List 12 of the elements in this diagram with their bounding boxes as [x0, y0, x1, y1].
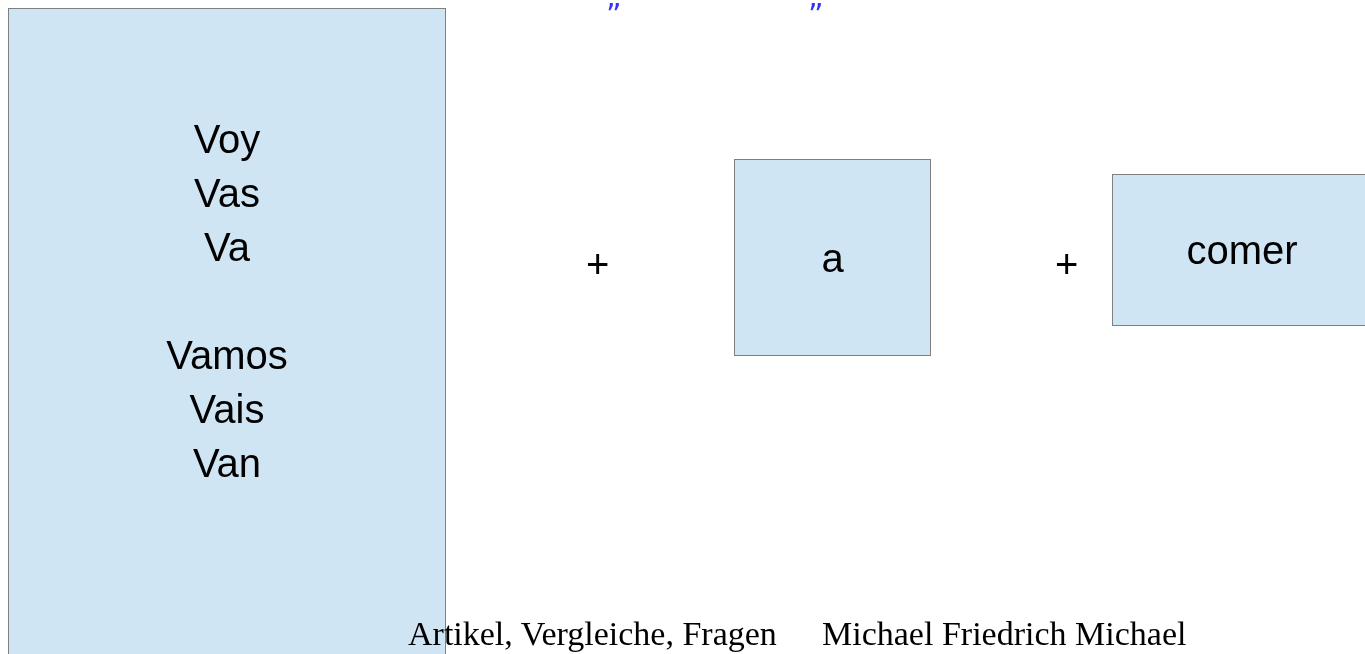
caption-text: Artikel, Vergleiche, Fragen [408, 617, 777, 651]
quote-mark: ” [808, 0, 824, 30]
word-box [1112, 174, 1365, 326]
word-box [734, 159, 931, 356]
word-text: Voy Vas Va [192, 116, 262, 271]
word-text: a [820, 234, 845, 282]
author-text: Michael Friedrich Michael [822, 617, 1187, 651]
quote-mark: ” [606, 0, 622, 30]
plus-sign: + [586, 244, 610, 284]
word-text: Vamos Vais Van [165, 332, 289, 487]
plus-sign: + [1055, 244, 1079, 284]
word-text: comer [1185, 227, 1299, 274]
